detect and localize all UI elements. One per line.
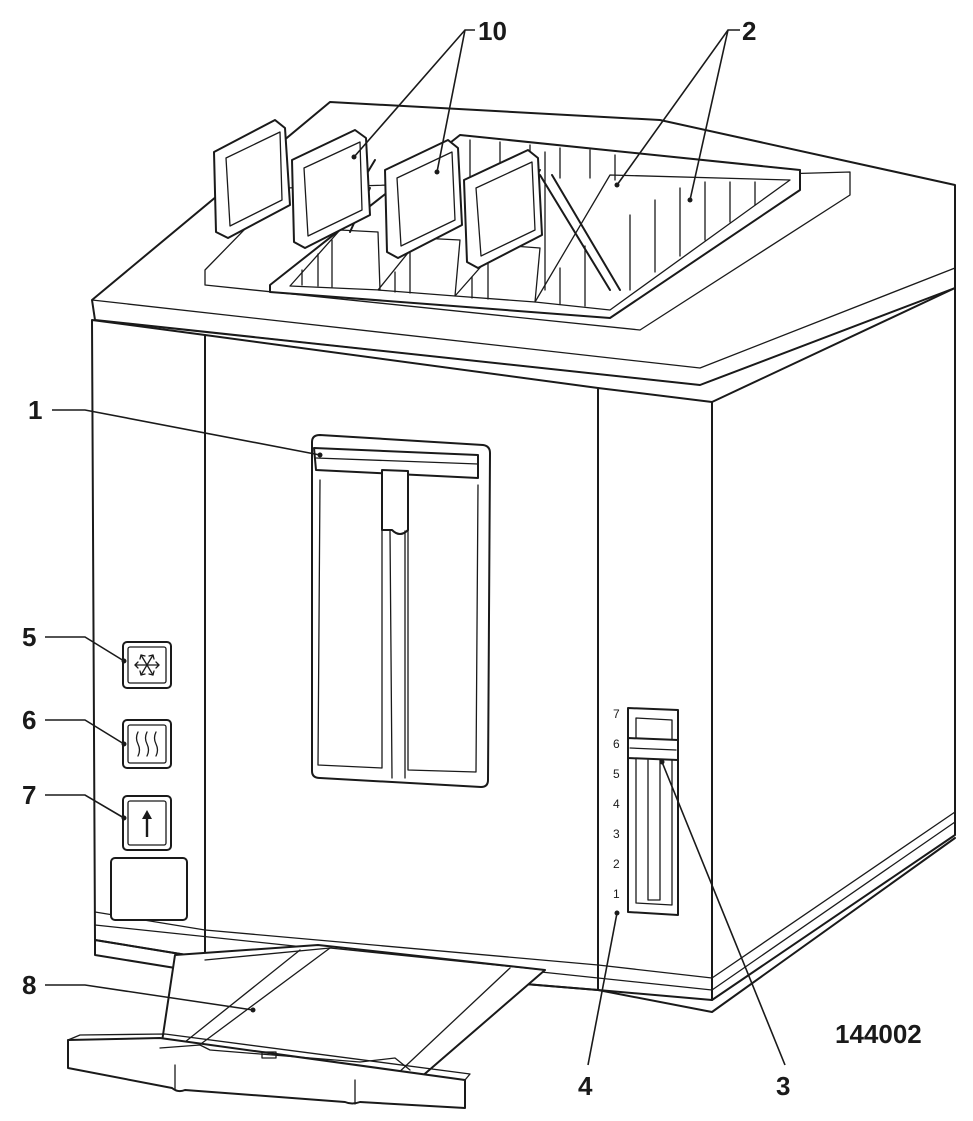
callout-leaders [45, 29, 786, 1066]
callout-2: 2 [742, 16, 756, 46]
browning-slider[interactable] [627, 737, 679, 761]
callout-3: 3 [776, 1071, 790, 1101]
holder-handles [213, 119, 621, 291]
holder-handle-2[interactable] [291, 129, 371, 249]
arrow-up-icon [142, 810, 152, 837]
snowflake-icon [134, 654, 160, 676]
slot-1 [289, 229, 381, 291]
callout-1: 1 [28, 395, 42, 425]
reheat-button[interactable] [122, 719, 172, 769]
callout-6: 6 [22, 705, 36, 735]
callout-5: 5 [22, 622, 36, 652]
scale-label-7: 7 [613, 707, 620, 721]
slot-4 [534, 174, 791, 311]
scale-label-5: 5 [613, 767, 620, 781]
scale-label-2: 2 [613, 857, 620, 871]
scale-label-4: 4 [613, 797, 620, 811]
crumb-tray[interactable] [67, 944, 546, 1109]
defrost-button[interactable] [122, 641, 172, 689]
toaster-body [91, 287, 956, 1013]
lift-button[interactable] [122, 795, 172, 851]
callout-labels: 10 2 1 5 6 7 8 4 3 [22, 16, 790, 1101]
slot-2 [377, 237, 461, 297]
callout-10: 10 [478, 16, 507, 46]
scale-label-1: 1 [613, 887, 620, 901]
figure-id: 144002 [835, 1019, 922, 1049]
heat-waves-icon [135, 731, 159, 757]
carriage-lever[interactable] [313, 447, 479, 779]
callout-8: 8 [22, 970, 36, 1000]
scale-label-6: 6 [613, 737, 620, 751]
blank-panel [110, 857, 188, 921]
callout-4: 4 [578, 1071, 593, 1101]
holder-handle-4[interactable] [463, 149, 543, 269]
scale-label-3: 3 [613, 827, 620, 841]
holder-handle-3[interactable] [384, 139, 463, 259]
callout-7: 7 [22, 780, 36, 810]
browning-scale: 7 6 5 4 3 2 1 [613, 707, 620, 901]
holder-handle-1[interactable] [213, 119, 291, 239]
front-window [311, 434, 491, 788]
